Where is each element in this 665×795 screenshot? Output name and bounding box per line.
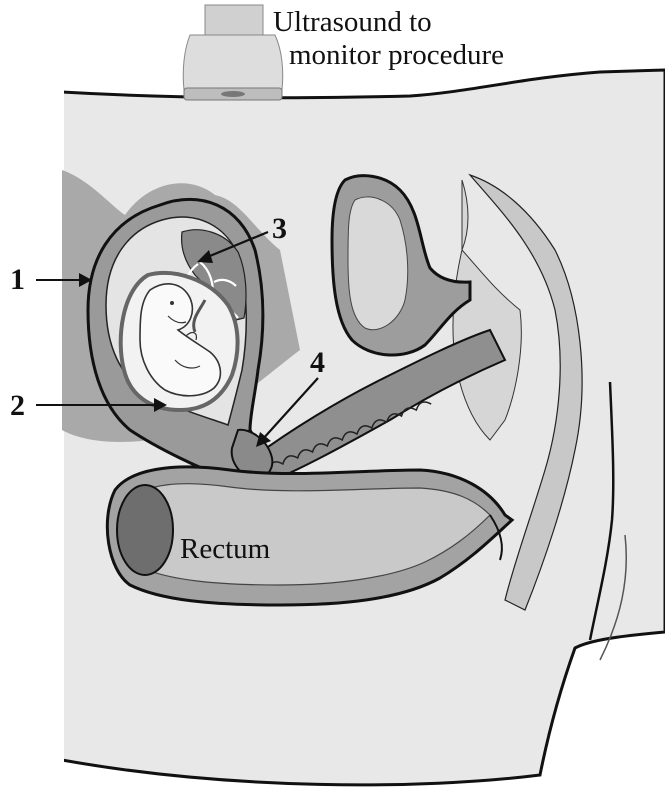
label-4: 4: [310, 346, 325, 379]
rectum-label: Rectum: [180, 533, 271, 565]
label-2: 2: [10, 389, 25, 422]
label-1: 1: [10, 263, 25, 296]
ultrasound-probe: [183, 5, 282, 100]
probe-caption-line2: monitor procedure: [289, 39, 504, 71]
rectum-opening: [117, 485, 173, 575]
probe-caption-line1: Ultrasound to: [273, 6, 432, 38]
label-3: 3: [272, 212, 287, 245]
pubic-bone-marrow: [348, 197, 408, 330]
